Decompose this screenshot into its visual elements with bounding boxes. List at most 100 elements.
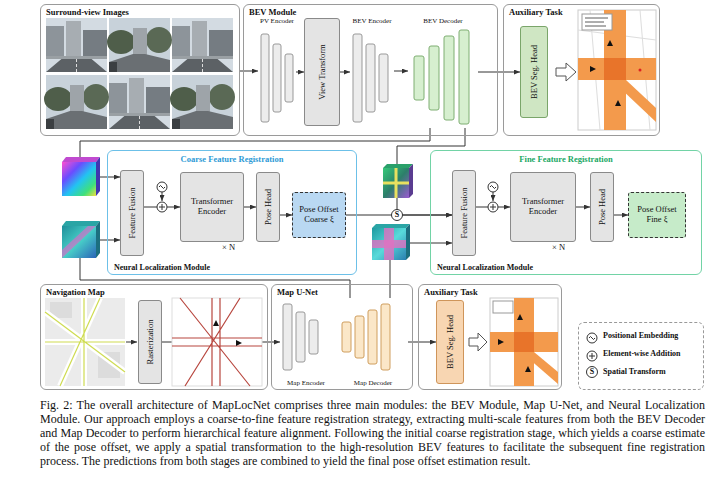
segmentation-map (514, 298, 534, 386)
feature-map (62, 157, 413, 260)
hollow-arrow (469, 333, 487, 351)
layer-stack: Map Encoder (280, 298, 332, 388)
process-box: Feature Fusion (120, 170, 144, 256)
box-label: Map Decoder (332, 379, 414, 387)
module-panel: Navigation MapRasterization (40, 284, 268, 390)
panel-title: Fine Feature Registration (431, 154, 701, 164)
panel-title: Auxiliary Task (424, 287, 478, 297)
segmentation-map (578, 10, 656, 130)
module-label: Neural Localization Module (114, 263, 210, 272)
connector-arrow (244, 207, 256, 208)
head-box: BEV Seg. Head (520, 26, 548, 118)
output-box: Pose Offset Fine ξ (628, 192, 686, 238)
panel-title: Coarse Feature Registration (108, 154, 356, 164)
segmentation-map (490, 298, 558, 386)
legend-symbol-letter: S (586, 366, 598, 378)
addition-symbol (157, 202, 167, 212)
box-label: Pose Offset Fine ξ (629, 205, 685, 225)
feature-map (372, 224, 410, 228)
feature-map (62, 226, 96, 258)
addition-symbol (488, 202, 498, 212)
positional-embedding-symbol (493, 192, 494, 201)
camera-images (44, 18, 235, 129)
layer-bars (273, 44, 281, 112)
positional-embedding-symbol (162, 192, 163, 201)
legend-swatch (586, 332, 598, 344)
feature-map (383, 182, 409, 185)
rasterized-map (213, 320, 219, 326)
layer-bars (261, 34, 269, 122)
rasterized-map (172, 298, 262, 386)
feature-map (62, 162, 96, 196)
layer-stack: PV Encoder (258, 14, 296, 128)
layer-bars (296, 312, 305, 362)
hollow-arrow (556, 63, 576, 81)
layer-bars (414, 56, 424, 100)
box-label: Pose Offset Coarse ξ (293, 205, 345, 225)
registration-panel: Coarse Feature RegistrationNeural Locali… (107, 150, 357, 275)
process-box: Transformer Encoder (180, 172, 244, 242)
module-panel: BEV ModulePV EncoderView TransformBEV En… (243, 4, 498, 136)
feature-map (62, 157, 100, 162)
segmentation-map (578, 10, 656, 130)
segmentation-map (578, 58, 656, 80)
layer-bars (285, 54, 293, 102)
legend-swatch (589, 353, 595, 359)
box-label: BEV Seg. Head (530, 45, 539, 99)
layer-bars (366, 44, 375, 112)
panel-title: BEV Module (249, 7, 296, 17)
feature-map (383, 164, 413, 168)
segmentation-map (604, 58, 626, 80)
output-box: Pose Offset Coarse ξ (292, 192, 346, 238)
process-box: Pose Head (590, 172, 614, 242)
box-label: Transformer Encoder (511, 197, 575, 217)
box-label: Pose Head (264, 189, 273, 225)
segmentation-map (498, 339, 504, 345)
legend-swatch (587, 333, 597, 343)
connector-arrow (296, 72, 304, 73)
layer-bars (459, 30, 469, 124)
segmentation-map (590, 66, 596, 72)
rasterized-map (172, 298, 262, 386)
figure-caption: Fig. 2: The overall architecture of MapL… (40, 398, 705, 468)
module-panel: Auxiliary TaskBEV Seg. Head (418, 284, 562, 390)
spatial-transform-symbol: S (391, 209, 403, 221)
connector-arrow (340, 72, 350, 73)
feature-map (62, 221, 100, 226)
box-label: Rasterization (146, 320, 155, 365)
feature-map (62, 226, 96, 258)
camera-images (46, 18, 107, 72)
addition-symbol (159, 204, 165, 210)
module-panel: Surround-view Images (40, 4, 240, 136)
legend-text: Spatial Transform (603, 366, 666, 378)
layer-bars (353, 34, 362, 122)
connector-arrow (478, 72, 520, 73)
camera-images (107, 18, 172, 72)
segmentation-map (525, 366, 531, 372)
segmentation-map (615, 100, 621, 106)
legend-swatch (586, 348, 598, 360)
module-panel: Map U-NetMap EncoderMap Decoder (271, 284, 413, 390)
box-label: BEV Seg. Head (446, 315, 455, 369)
segmentation-map (620, 80, 656, 122)
legend-swatch (589, 337, 595, 340)
box-label: BEV Encoder (344, 17, 400, 25)
camera-images (44, 75, 109, 129)
navigation-map (45, 298, 137, 386)
layer-bars (429, 46, 439, 110)
process-box: Rasterization (138, 300, 162, 384)
connector-arrow (394, 71, 408, 72)
box-label: Transformer Encoder (181, 197, 243, 217)
box-label: Pose Head (598, 189, 607, 225)
navigation-map (45, 298, 125, 386)
registration-panel: Fine Feature RegistrationNeural Localiza… (430, 150, 702, 275)
legend-text: Element-wise Addition (603, 348, 681, 360)
positional-embedding-symbol (159, 186, 165, 189)
layer-bars (309, 320, 318, 354)
segmentation-map (490, 332, 558, 352)
layer-bars (355, 316, 364, 358)
panel-title: Surround-view Images (46, 7, 129, 17)
addition-symbol (490, 204, 496, 210)
repeat-count: × N (552, 243, 565, 252)
